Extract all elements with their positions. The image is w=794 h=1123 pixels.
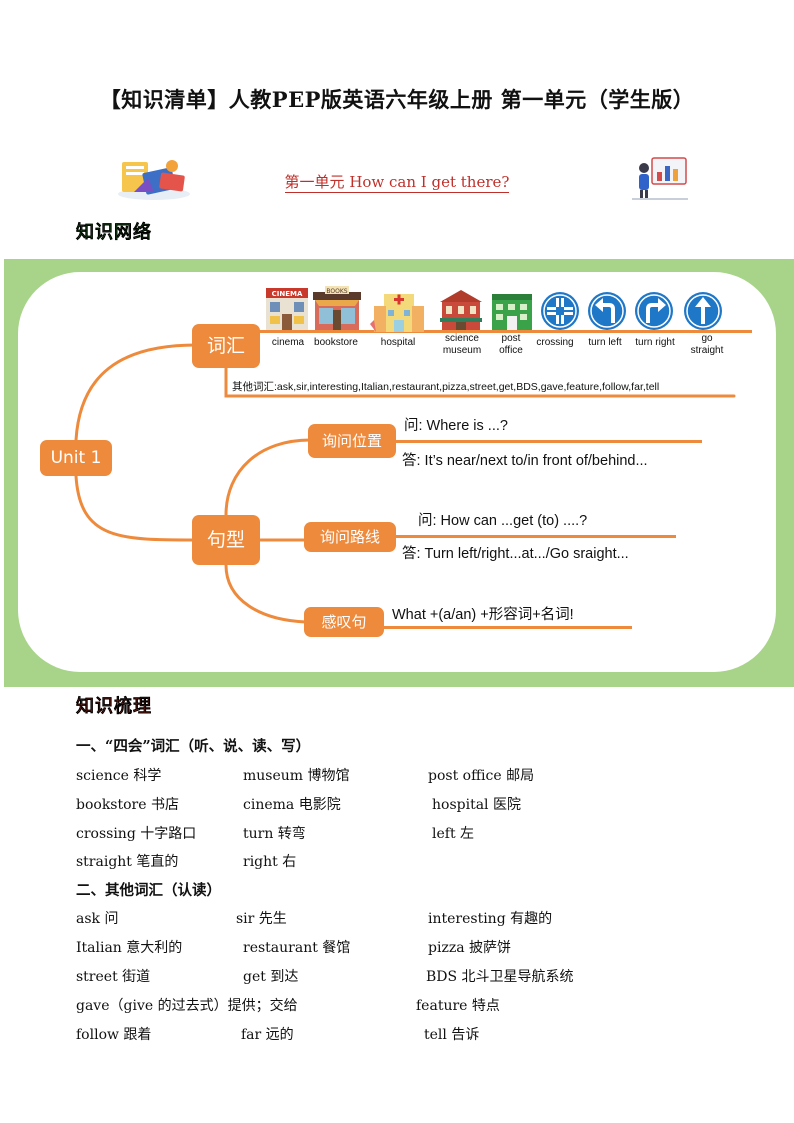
- go-straight-sign-icon: [684, 292, 722, 330]
- branch-underline: [384, 626, 632, 629]
- mindmap-card: [18, 272, 776, 672]
- vocab-item: science 科学: [76, 768, 162, 784]
- branch-underline: [396, 440, 702, 443]
- place-label: post office: [499, 333, 523, 356]
- vocab-item: museum 博物馆: [243, 768, 350, 784]
- vocab-item: feature 特点: [416, 998, 500, 1014]
- vocab-node: 词汇: [192, 324, 260, 368]
- place-label: turn right: [635, 337, 675, 348]
- crossing-sign-icon: [541, 292, 579, 330]
- branch-pattern: What +(a/an) +形容词+名词!: [392, 607, 574, 623]
- other-words: 其他词汇:ask,sir,interesting,Italian,restaur…: [232, 381, 660, 393]
- branch-answer: 答: Turn left/right...at.../Go sraight...: [402, 546, 629, 562]
- branch-underline: [396, 535, 676, 538]
- vocab-item: sir 先生: [236, 911, 287, 927]
- branch-question: 问: Where is ...?: [404, 418, 508, 434]
- post-office-icon: [492, 294, 532, 330]
- vocab-item: BDS 北斗卫星导航系统: [426, 969, 574, 985]
- vocab-item: cinema 电影院: [243, 797, 341, 813]
- branch-ask-route: 询问路线: [304, 522, 396, 552]
- section-label-network: 知识网络: [76, 222, 152, 243]
- turn-right-sign-icon: [635, 292, 673, 330]
- vocab-item: right 右: [243, 854, 297, 870]
- vocab-item: ask 问: [76, 911, 119, 927]
- vocab-item: get 到达: [243, 969, 299, 985]
- science-museum-icon: [440, 290, 482, 330]
- vocab-item: street 街道: [76, 969, 151, 985]
- vocab-item: interesting 有趣的: [428, 911, 553, 927]
- sentence-node: 句型: [192, 515, 260, 565]
- branch-answer: 答: It’s near/next to/in front of/behind.…: [402, 453, 648, 469]
- section-label-sort: 知识梳理: [76, 696, 152, 717]
- cinema-sign: CINEMA: [272, 290, 303, 298]
- place-label: bookstore: [314, 337, 358, 348]
- branch-exclamation: 感叹句: [304, 607, 384, 637]
- cinema-icon: CINEMA: [266, 288, 308, 330]
- unit-node: Unit 1: [40, 440, 112, 476]
- place-label: crossing: [536, 337, 574, 348]
- vocab-item: pizza 披萨饼: [428, 940, 511, 956]
- vocab-item: far 远的: [241, 1027, 294, 1043]
- branch-ask-location: 询问位置: [308, 424, 396, 458]
- place-label: science museum: [442, 333, 482, 356]
- vocab-item: bookstore 书店: [76, 797, 179, 813]
- vocab-underline: [258, 330, 752, 333]
- vocab-item: post office 邮局: [428, 768, 535, 784]
- bookstore-icon: BOOKS: [313, 286, 361, 330]
- presenter-illustration: [632, 157, 688, 200]
- vocab-item: hospital 医院: [432, 797, 521, 813]
- vocab-item: restaurant 餐馆: [243, 940, 351, 956]
- vocab-heading-other: 二、其他词汇（认读）: [76, 882, 221, 899]
- vocab-item: Italian 意大利的: [76, 940, 183, 956]
- turn-left-sign-icon: [588, 292, 626, 330]
- hospital-icon: [370, 294, 424, 332]
- vocab-item: gave（give 的过去式）提供；交给: [76, 998, 298, 1014]
- vocab-item: crossing 十字路口: [76, 826, 197, 842]
- place-label: hospital: [380, 337, 416, 348]
- branch-question: 问: How can ...get (to) ....?: [418, 513, 588, 529]
- vocab-heading-four-skills: 一、“四会”词汇（听、说、读、写）: [76, 738, 311, 755]
- bookstore-sign: BOOKS: [326, 288, 347, 295]
- vocab-item: straight 笔直的: [76, 854, 179, 870]
- study-illustration: [118, 160, 190, 200]
- mindmap-branches: [74, 343, 736, 624]
- place-label: go straight: [690, 333, 724, 356]
- vocab-item: left 左: [432, 826, 475, 842]
- place-label: cinema: [271, 337, 305, 348]
- vocab-item: tell 告诉: [424, 1027, 480, 1043]
- unit-heading: 第一单元 How can I get there?: [284, 173, 510, 193]
- place-label: turn left: [588, 337, 622, 348]
- vocab-item: turn 转弯: [243, 826, 306, 842]
- page-title: 【知识清单】人教PEP版英语六年级上册 第一单元（学生版）: [99, 87, 695, 112]
- vocab-item: follow 跟着: [76, 1027, 152, 1043]
